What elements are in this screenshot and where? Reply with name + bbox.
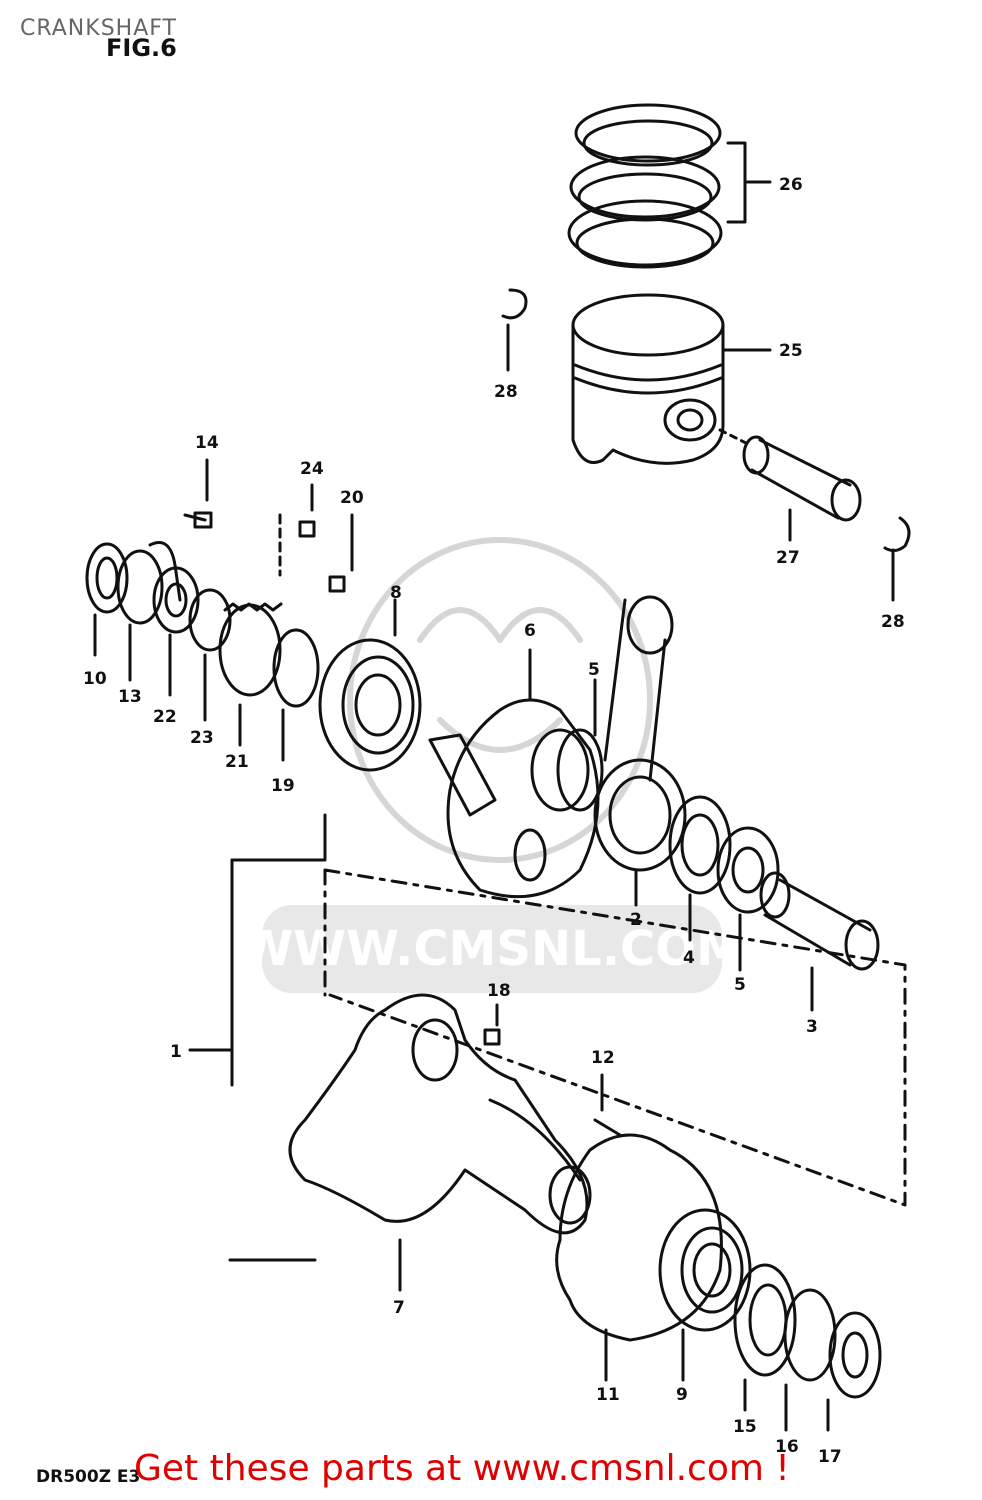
page-title: CRANKSHAFT [20,16,177,41]
callout-4: 4 [683,948,695,968]
assembly-bracket [188,813,907,1207]
callout-10: 10 [83,669,107,689]
callout-11: 11 [596,1385,620,1405]
seal-plate [555,1073,723,1382]
callout-24: 24 [300,459,324,479]
piston [571,293,772,465]
callout-9: 9 [676,1385,688,1405]
callout-labels: 1 2 3 4 5 5 6 7 8 9 10 11 12 13 14 15 16… [83,175,905,1467]
callout-28: 28 [494,382,518,402]
circlip-lower [883,516,911,553]
callout-14: 14 [195,433,219,453]
thrust-washer-lower [716,826,780,914]
watermark-text: WWW.CMSNL.COM [240,921,744,977]
model-code: DR500Z E3 [36,1467,141,1487]
callout-1: 1 [170,1042,182,1062]
callout-2: 2 [630,910,642,930]
callout-21: 21 [225,752,249,772]
thrust-washer-upper [556,728,604,812]
callout-22: 22 [153,707,177,727]
callout-13: 13 [118,687,142,707]
left-parts [85,458,354,762]
callout-28b: 28 [881,612,905,632]
main-bearing-left [318,598,422,772]
connecting-rod [593,595,687,907]
callout-18: 18 [487,981,511,1001]
crank-pin [759,871,880,971]
callout-8: 8 [390,583,402,603]
callout-12: 12 [591,1048,615,1068]
callout-7: 7 [393,1298,405,1318]
callout-3: 3 [806,1017,818,1037]
callout-5: 5 [588,660,600,680]
main-bearing-right [658,1208,752,1382]
callout-5b: 5 [734,975,746,995]
callout-19: 19 [271,776,295,796]
figure-label: FIG.6 [106,34,177,62]
callout-25: 25 [779,341,803,361]
crank-half-right [428,648,600,899]
callout-6: 6 [524,621,536,641]
callout-17: 17 [818,1447,842,1467]
callout-23: 23 [190,728,214,748]
callout-15: 15 [733,1417,757,1437]
callout-20: 20 [340,488,364,508]
callout-26: 26 [779,175,803,195]
piston-rings [567,103,772,269]
crank-nut [826,1311,882,1432]
promo-link[interactable]: Get these parts at www.cmsnl.com ! [134,1448,790,1489]
piston-pin [718,428,862,542]
callout-27: 27 [776,548,800,568]
crank-half-left [228,993,592,1292]
callout-16: 16 [775,1437,799,1457]
needle-bearing [668,795,732,895]
circlip-upper [501,288,528,320]
lock-washer [783,1288,837,1382]
